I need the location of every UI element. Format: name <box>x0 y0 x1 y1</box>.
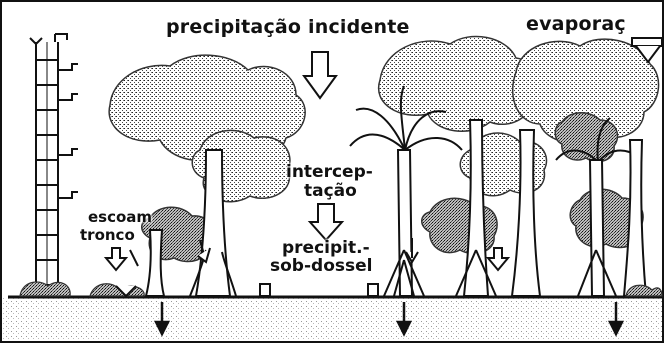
throughfall-label-line1: precipit.- <box>282 238 370 258</box>
stemflow-label-line1: escoam <box>88 208 153 226</box>
interception-label-line1: intercep- <box>286 162 373 182</box>
interception-arrow <box>307 203 345 242</box>
rain-gauges <box>115 283 379 298</box>
drainage-arrows <box>153 302 625 337</box>
forest-canopy <box>108 35 660 263</box>
throughfall-label-line2: sob-dossel <box>270 256 373 276</box>
evaporation-arrow <box>631 37 663 64</box>
precipitation-label: precipitação incidente <box>166 16 410 38</box>
precipitation-arrow <box>302 51 338 100</box>
evaporation-label: evaporaç <box>526 13 626 35</box>
throughfall-arrows <box>405 238 511 272</box>
stilt-roots <box>383 249 617 297</box>
stemflow-label-line2: tronco <box>80 226 135 244</box>
measurement-tower <box>29 33 78 297</box>
interception-label-line2: tação <box>304 181 357 201</box>
soil-layer <box>2 298 662 341</box>
palm-fronds <box>349 85 641 163</box>
stemflow-arrows <box>103 239 211 272</box>
